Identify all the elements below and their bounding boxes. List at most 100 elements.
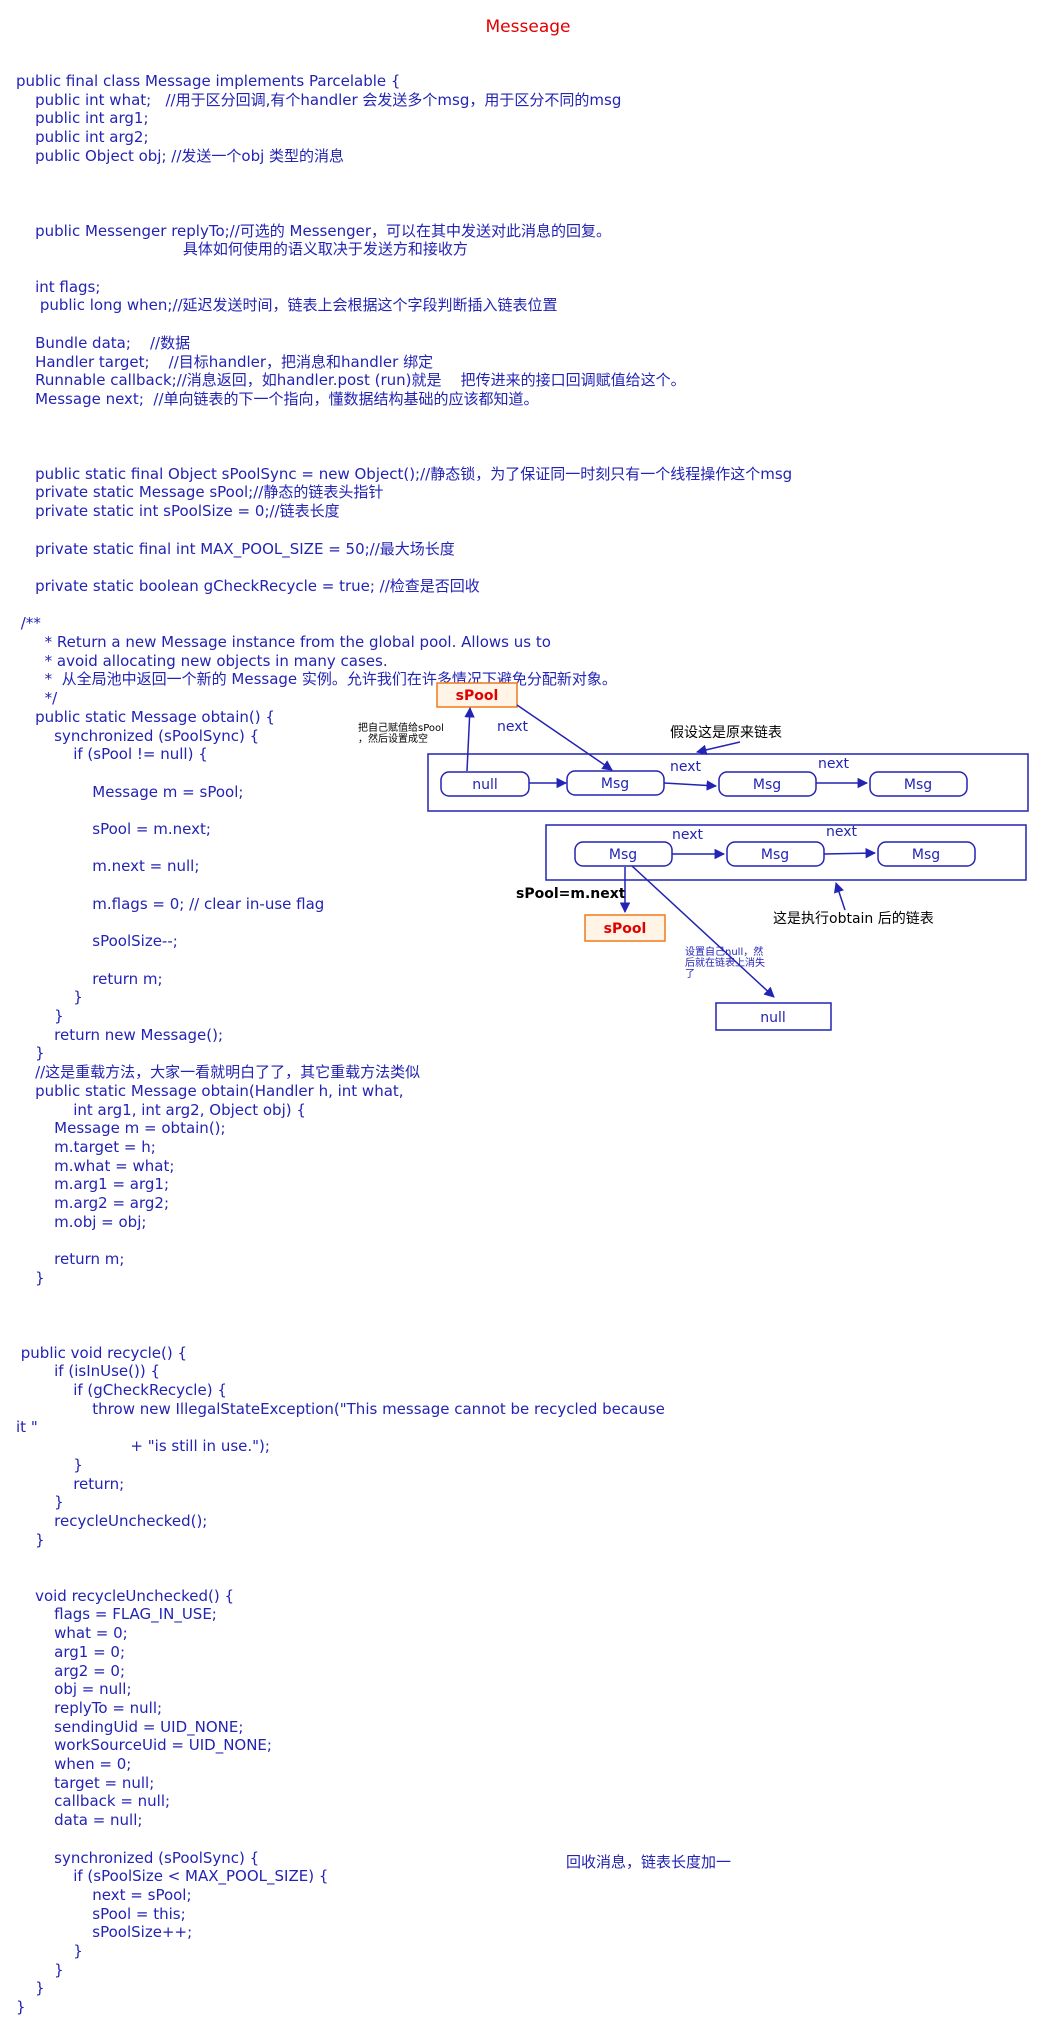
code-line: int arg1, int arg2, Object obj) { <box>16 1100 306 1119</box>
null-node-after-label: null <box>760 1010 786 1026</box>
code-line: public static Message obtain() { <box>16 707 275 726</box>
code-line: if (gCheckRecycle) { <box>16 1381 227 1399</box>
code-line: } <box>16 1998 26 2017</box>
code-line: } <box>16 1044 45 1063</box>
msg-node-3-label: Msg <box>904 777 932 793</box>
after-list-frame <box>545 824 1027 881</box>
code-line: public int arg1; <box>16 109 149 128</box>
next-label-3: next <box>672 827 704 843</box>
code-line: Bundle data; //数据 <box>16 333 191 352</box>
code-line: } <box>16 1530 45 1549</box>
code-line: when = 0; <box>16 1755 132 1773</box>
code-line: sPoolSize++; <box>16 1923 193 1942</box>
code-line: return; <box>16 1474 125 1493</box>
code-line: m.what = what; <box>16 1156 175 1175</box>
recycle-note: 回收消息，链表长度加一 <box>566 1853 732 1871</box>
spool-box-bottom <box>584 914 666 942</box>
original-list-label: 假设这是原来链表 <box>670 724 782 741</box>
msg-node-2-label: Msg <box>753 777 781 793</box>
code-line: public int what; //用于区分回调,有个handler 会发送多… <box>16 90 622 109</box>
code-line: return m; <box>16 969 163 988</box>
code-line: private static int sPoolSize = 0;//链表长度 <box>16 502 340 521</box>
set-null-note: 设置自己null，然 后就在链表上消失 了 <box>685 945 768 980</box>
spool-box-bottom-label: sPool <box>604 921 647 937</box>
code-line: public long when;//延迟发送时间，链表上会根据这个字段判断插入… <box>16 296 558 315</box>
null-node-after <box>715 1002 832 1031</box>
assign-note-line1: 把自己赋值给sPool <box>358 721 444 734</box>
code-line: } <box>16 1979 45 1998</box>
code-line: throw new IllegalStateException("This me… <box>16 1399 665 1418</box>
code-line: int flags; <box>16 277 101 296</box>
code-line: workSourceUid = UID_NONE; <box>16 1736 272 1755</box>
code-line: synchronized (sPoolSync) { <box>16 1848 260 1867</box>
code-line: flags = FLAG_IN_USE; <box>16 1605 217 1624</box>
next-label-top: next <box>497 719 529 735</box>
code-line: } <box>16 1268 45 1287</box>
code-line: * Return a new Message instance from the… <box>16 633 551 651</box>
code-line: private static boolean gCheckRecycle = t… <box>16 576 480 595</box>
code-line: } <box>16 988 83 1007</box>
code-line: data = null; <box>16 1811 143 1830</box>
code-line: m.target = h; <box>16 1137 156 1156</box>
spool-box-top-label: sPool <box>456 688 499 704</box>
assign-note-line2: ，然后设置成空 <box>358 732 428 745</box>
code-line: public int arg2; <box>16 128 149 147</box>
code-line: m.arg2 = arg2; <box>16 1194 170 1212</box>
next-label-1: next <box>670 759 702 775</box>
code-line: public Object obj; //发送一个obj 类型的消息 <box>16 146 345 165</box>
linked-list-diagram: sPool 把自己赋值给sPool ，然后设置成空 next 假设这是原来链表 … <box>358 682 1029 1031</box>
next-label-4: next <box>826 824 858 840</box>
code-line: public final class Message implements Pa… <box>16 72 401 90</box>
code-line: } <box>16 1942 83 1960</box>
code-line: arg1 = 0; <box>16 1642 126 1661</box>
code-line: if (sPoolSize < MAX_POOL_SIZE) { <box>16 1867 329 1886</box>
code-line: if (isInUse()) { <box>16 1362 161 1381</box>
code-line: sendingUid = UID_NONE; <box>16 1717 244 1736</box>
code-line: sPoolSize--; <box>16 932 178 951</box>
code-line: m.next = null; <box>16 857 200 876</box>
code-line: } <box>16 1007 64 1025</box>
code-line: m.arg1 = arg1; <box>16 1175 170 1194</box>
code-line: 具体如何使用的语义取决于发送方和接收方 <box>16 240 468 259</box>
code-line: } <box>16 1455 83 1474</box>
code-line: sPool = m.next; <box>16 820 211 838</box>
code-line: Message m = obtain(); <box>16 1119 226 1138</box>
code-line: public Messenger replyTo;//可选的 Messenger… <box>16 221 611 240</box>
spool-box-top <box>436 682 518 708</box>
code-line: m.obj = obj; <box>16 1212 147 1231</box>
code-line: } <box>16 1960 64 1979</box>
code-line: private static final int MAX_POOL_SIZE =… <box>16 539 455 558</box>
code-line: replyTo = null; <box>16 1698 163 1717</box>
code-line: m.flags = 0; // clear in-use flag <box>16 894 325 913</box>
code-line: obj = null; <box>16 1680 132 1699</box>
code-line: next = sPool; <box>16 1885 192 1904</box>
msg-node-1-label: Msg <box>601 776 629 792</box>
code-line: callback = null; <box>16 1792 171 1811</box>
msg-node-2 <box>718 771 817 797</box>
code-line: /** <box>16 614 41 633</box>
code-line: if (sPool != null) { <box>16 745 208 764</box>
msg-node-3 <box>869 771 968 797</box>
code-line: private static Message sPool;//静态的链表头指针 <box>16 483 384 502</box>
code-line: return m; <box>16 1250 125 1269</box>
code-line: + "is still in use."); <box>16 1437 270 1456</box>
code-line: void recycleUnchecked() { <box>16 1586 235 1605</box>
null-node-original-label: null <box>472 777 498 793</box>
code-line: it " <box>16 1418 38 1437</box>
set-null-note-line3: 了 <box>685 968 695 980</box>
code-line: Message m = sPool; <box>16 782 244 801</box>
code-line: synchronized (sPoolSync) { <box>16 726 260 745</box>
code-line: //这是重载方法，大家一看就明白了了，其它重载方法类似 <box>16 1063 421 1082</box>
code-line: Runnable callback;//消息返回，如handler.post (… <box>16 371 686 390</box>
code-line: what = 0; <box>16 1624 128 1643</box>
code-line: arg2 = 0; <box>16 1661 126 1680</box>
code-line: * avoid allocating new objects in many c… <box>16 651 388 670</box>
code-line: */ <box>16 689 58 708</box>
code-line: recycleUnchecked(); <box>16 1511 208 1530</box>
code-line: sPool = this; <box>16 1904 186 1923</box>
code-line: target = null; <box>16 1773 155 1792</box>
code-line: Message next; //单向链表的下一个指向，懂数据结构基础的应该都知道… <box>16 389 539 408</box>
msg-node-4-label: Msg <box>761 847 789 863</box>
code-line: } <box>16 1493 64 1512</box>
after-obtain-label: 这是执行obtain 后的链表 <box>773 910 934 927</box>
